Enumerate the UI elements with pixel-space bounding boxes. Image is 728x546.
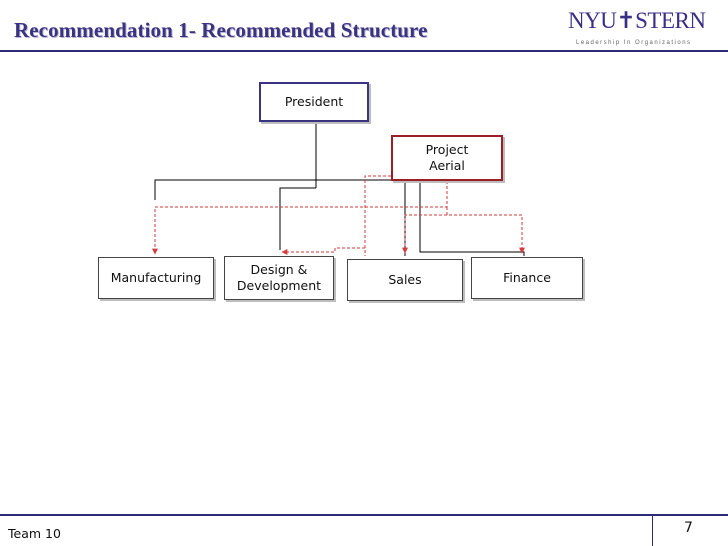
logo-tagline: Leadership In Organizations (576, 40, 692, 46)
logo-wordmark: NYU✝STERN (568, 8, 706, 33)
nyu-stern-logo: NYU✝STERN Leadership In Organizations (562, 7, 706, 47)
page-number: 7 (684, 520, 693, 536)
dashed-project-lines (152, 175, 525, 256)
president-box: President (259, 82, 369, 122)
project-aerial-box: Project Aerial (391, 135, 503, 181)
design-development-box: Design & Development (224, 256, 334, 300)
footer-team: Team 10 (8, 526, 61, 541)
page-separator (652, 514, 653, 546)
finance-box: Finance (471, 257, 583, 299)
slide-title: Recommendation 1- Recommended Structure (14, 18, 428, 42)
sales-box: Sales (347, 259, 463, 301)
footer-rule (0, 514, 728, 516)
title-rule (0, 50, 728, 52)
manufacturing-box: Manufacturing (98, 257, 214, 299)
